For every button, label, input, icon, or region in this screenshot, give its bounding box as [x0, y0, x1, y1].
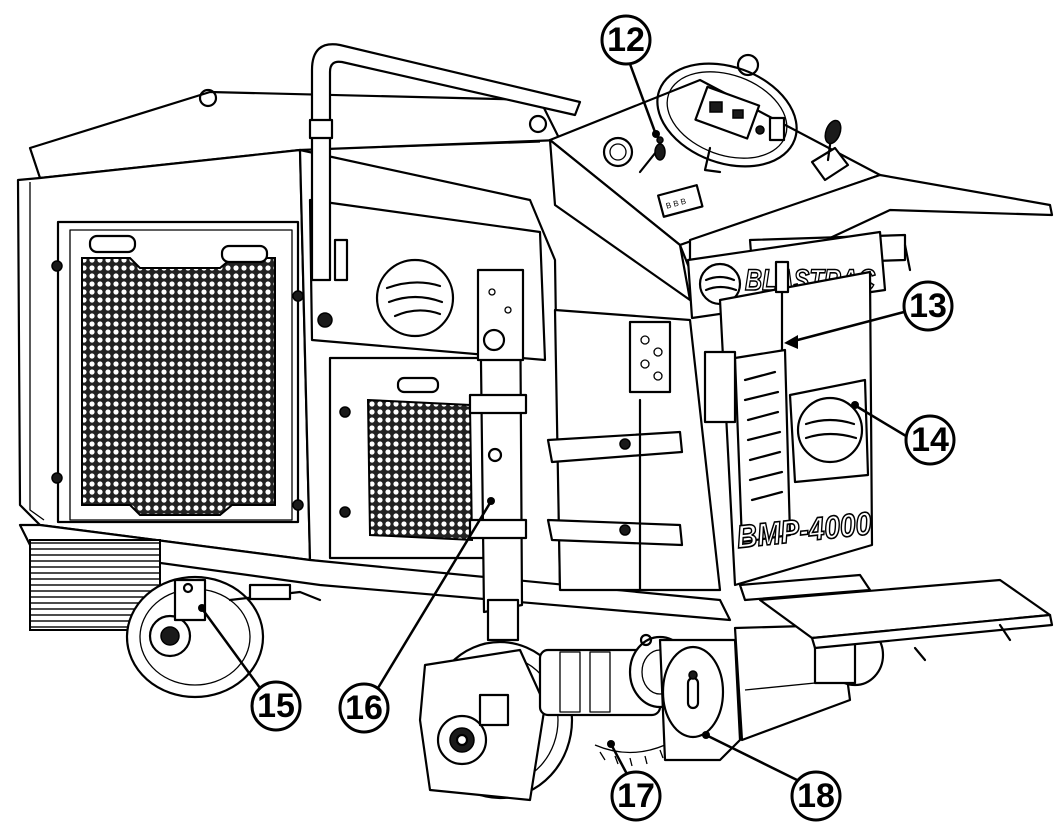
callout-label-15: 15 — [257, 687, 295, 725]
foot-platform — [738, 573, 1054, 662]
callout-12: 12 — [600, 14, 660, 138]
caster-column — [468, 268, 528, 642]
front-grille — [366, 376, 474, 542]
drum-linkage — [546, 398, 684, 592]
handle-bar — [308, 43, 582, 282]
lifting-eyes — [198, 53, 760, 134]
joystick — [810, 119, 850, 182]
callout-14: 14 — [851, 401, 956, 466]
callout-17: 17 — [607, 740, 662, 822]
counterweight — [29, 539, 161, 631]
callout-label-16: 16 — [345, 689, 383, 727]
callout-label-17: 17 — [617, 777, 655, 815]
callout-13: 13 — [784, 280, 954, 349]
front-caster-wheel — [418, 640, 574, 802]
callout-18: 18 — [702, 731, 842, 822]
callout-15: 15 — [198, 604, 302, 732]
rear-left-wheel — [125, 575, 322, 699]
callout-label-13: 13 — [909, 287, 947, 325]
side-grille — [81, 234, 276, 516]
callout-label-12: 12 — [607, 21, 645, 59]
front-logo-emblem — [375, 258, 455, 338]
cable-boot — [703, 260, 792, 544]
callout-label-14: 14 — [911, 421, 949, 459]
steering-wheel — [656, 62, 798, 174]
callout-16: 16 — [338, 497, 495, 734]
guard-panel — [788, 378, 870, 484]
callout-label-18: 18 — [797, 777, 835, 815]
panel-knobs — [51, 260, 351, 518]
rear-housing — [658, 623, 852, 762]
